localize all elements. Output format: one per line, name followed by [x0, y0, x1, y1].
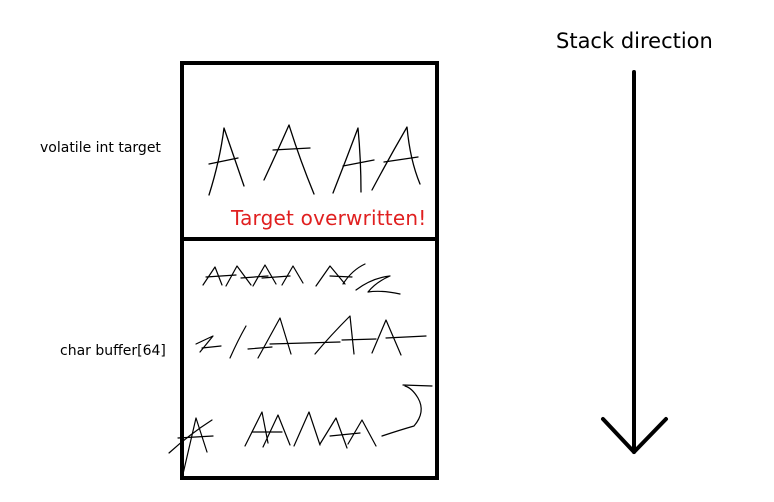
stack-direction-arrow [601, 70, 668, 454]
target-slot-scribble [208, 124, 421, 196]
memory-block-outline [180, 61, 439, 480]
buffer-row-3-scribble [168, 384, 433, 475]
buffer-variable-label: char buffer[64] [60, 343, 166, 359]
target-overwritten-message: Target overwritten! [231, 206, 427, 230]
buffer-row-1-scribble [202, 263, 401, 295]
buffer-row-2-scribble [195, 315, 427, 359]
target-variable-label: volatile int target [40, 140, 161, 156]
stack-direction-label: Stack direction [556, 29, 713, 53]
